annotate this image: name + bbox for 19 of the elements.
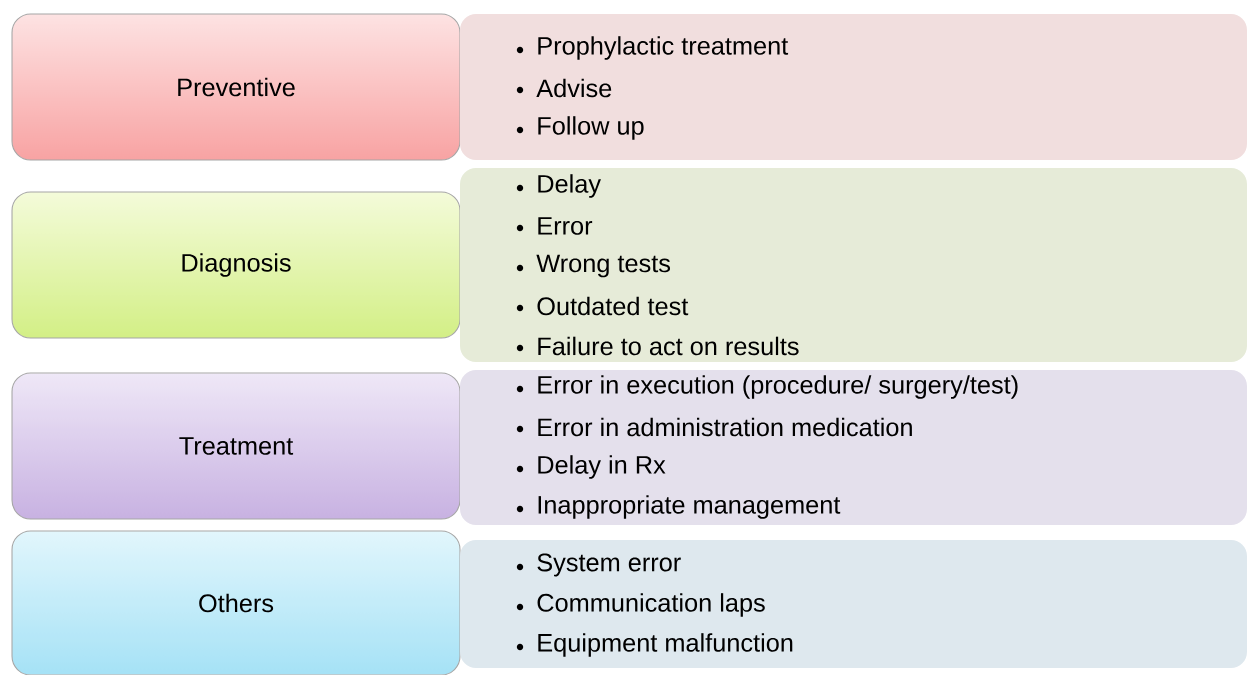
category-box: Others — [11, 530, 461, 675]
list-item: Wrong tests — [536, 254, 671, 278]
list-item: System error — [537, 553, 681, 577]
category-box: Treatment — [11, 372, 461, 520]
category-box: Preventive — [11, 13, 461, 161]
list-item: Equipment malfunction — [538, 633, 793, 657]
list-item: Outdated test — [537, 296, 689, 316]
list-item: Failure to act on results — [538, 336, 799, 356]
list-item: Error in execution (procedure/ surgery/test) — [538, 375, 1018, 399]
list-item: Prophylactic treatment — [538, 36, 789, 60]
list-item: Error in administration medication — [538, 417, 912, 437]
list-item: Inappropriate management — [538, 495, 841, 519]
list-item: Communication laps — [537, 593, 765, 617]
list-item: Delay in Rx — [538, 455, 666, 479]
list-item: Advise — [536, 78, 612, 98]
list-item: Error — [538, 217, 593, 235]
category-box: Diagnosis — [11, 191, 461, 339]
list-item: Follow up — [538, 116, 644, 140]
list-item: Delay — [538, 174, 601, 198]
